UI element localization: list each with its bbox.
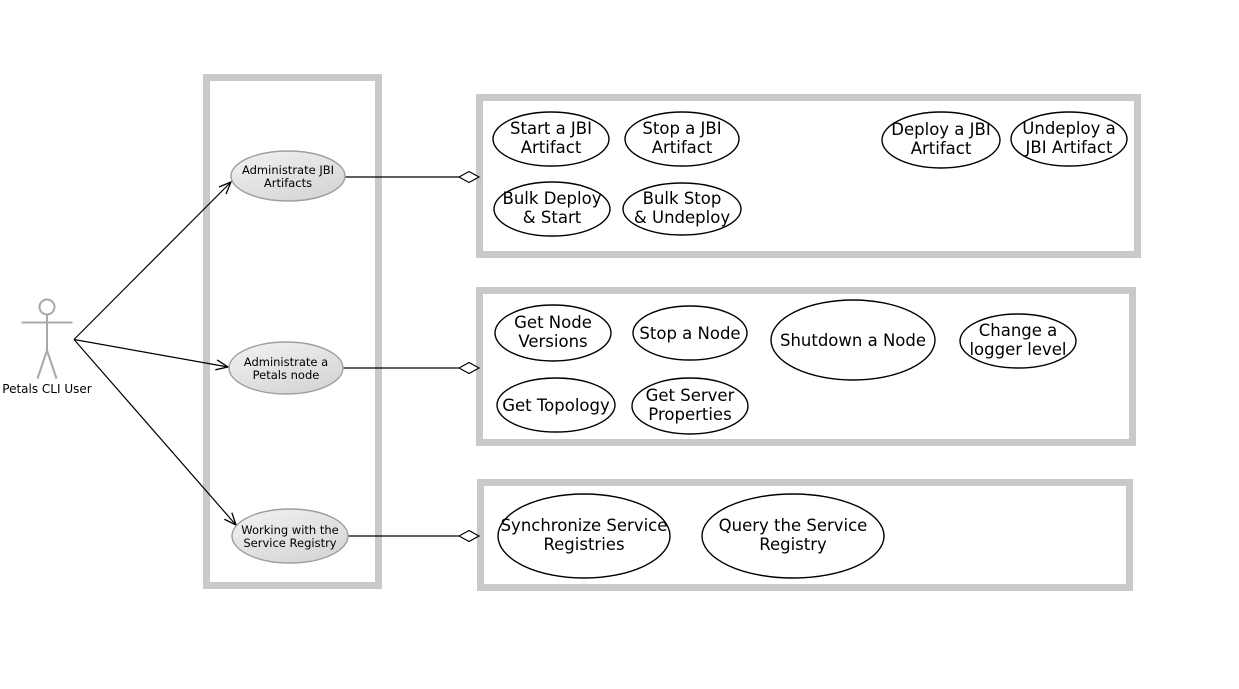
- hub-usecases-group-box: [203, 74, 382, 589]
- usecase-label-line2: Artifact: [652, 138, 713, 157]
- usecase-label-line2: & Undeploy: [634, 208, 730, 227]
- usecase-label-line2: Artifact: [521, 138, 582, 157]
- usecase-label-line2: Artifact: [911, 139, 972, 158]
- usecase-label-line1: Get Node: [514, 313, 592, 332]
- usecase-ellipse: [231, 508, 349, 564]
- usecase-deploy-jbi-artifact: Deploy a JBI Artifact: [881, 111, 1001, 169]
- usecase-label-line2: Petals node: [253, 368, 320, 382]
- usecase-label-line1: Start a JBI: [510, 119, 592, 138]
- usecase-get-server-properties: Get Server Properties: [631, 377, 749, 435]
- usecase-label-line2: Properties: [648, 405, 731, 424]
- aggregation-diamond-admin-node: [457, 361, 481, 375]
- usecase-change-a-logger-level: Change a logger level: [959, 313, 1077, 369]
- usecase-label-line1: Stop a Node: [639, 324, 740, 343]
- petals-node-group-box: [476, 287, 1136, 446]
- usecase-working-with-service-registry: Working with the Service Registry: [231, 508, 349, 564]
- usecase-ellipse: [497, 493, 671, 579]
- association-actor-admin-node: [73, 338, 228, 368]
- usecase-label-line1: Bulk Deploy: [503, 189, 602, 208]
- usecase-administrate-petals-node: Administrate a Petals node: [228, 341, 344, 395]
- usecase-bulk-stop-undeploy: Bulk Stop & Undeploy: [622, 182, 742, 236]
- usecase-label-line1: Working with the: [241, 523, 339, 537]
- usecase-ellipse: [624, 111, 740, 167]
- usecase-label-line1: Administrate a: [244, 355, 328, 369]
- usecase-label-line1: Get Topology: [502, 396, 610, 415]
- usecase-label-line2: Artifacts: [264, 176, 312, 190]
- usecase-ellipse: [881, 111, 1001, 169]
- actor-petals-cli-user: Petals CLI User: [2, 298, 92, 396]
- usecase-stop-a-node: Stop a Node: [632, 305, 748, 361]
- usecase-label-line1: Query the Service: [719, 516, 868, 535]
- jbi-artifacts-group-box: [476, 94, 1141, 258]
- actor-label: Petals CLI User: [2, 382, 91, 396]
- usecase-ellipse: [622, 182, 742, 236]
- usecase-ellipse: [701, 493, 885, 579]
- usecase-label-line1: Bulk Stop: [643, 189, 722, 208]
- usecase-start-jbi-artifact: Start a JBI Artifact: [492, 111, 610, 167]
- service-registry-group-box: [477, 479, 1133, 591]
- usecase-ellipse: [496, 377, 616, 433]
- usecase-label-line2: Service Registry: [243, 536, 336, 550]
- usecase-label-line2: logger level: [969, 340, 1066, 359]
- usecase-query-the-service-registry: Query the Service Registry: [701, 493, 885, 579]
- usecase-ellipse: [632, 305, 748, 361]
- usecase-stop-jbi-artifact: Stop a JBI Artifact: [624, 111, 740, 167]
- usecase-ellipse: [1010, 111, 1128, 167]
- actor-right-leg: [46, 350, 58, 379]
- usecase-label-line1: Synchronize Service: [501, 516, 668, 535]
- actor-head: [38, 298, 56, 316]
- usecase-label-line1: Stop a JBI: [642, 119, 721, 138]
- usecase-label-line1: Get Server: [646, 386, 735, 405]
- aggregation-diamond-registry: [457, 529, 481, 543]
- usecase-synchronize-service-registries: Synchronize Service Registries: [497, 493, 671, 579]
- usecase-ellipse: [228, 341, 344, 395]
- aggregation-diamond-admin-jbi: [457, 170, 481, 184]
- usecase-label-line2: Registry: [759, 535, 827, 554]
- usecase-ellipse: [230, 150, 346, 202]
- usecase-label-line2: Versions: [518, 332, 587, 351]
- usecase-get-node-versions: Get Node Versions: [494, 304, 612, 362]
- usecase-label-line1: Change a: [979, 321, 1058, 340]
- usecase-ellipse: [494, 304, 612, 362]
- usecase-ellipse: [959, 313, 1077, 369]
- usecase-label-line2: JBI Artifact: [1025, 138, 1113, 157]
- association-actor-admin-jbi: [73, 182, 231, 340]
- usecase-ellipse: [770, 299, 936, 381]
- usecase-label-line2: & Start: [523, 208, 582, 227]
- usecase-label-line2: Registries: [543, 535, 624, 554]
- usecase-label-line1: Administrate JBI: [242, 163, 334, 177]
- usecase-shutdown-a-node: Shutdown a Node: [770, 299, 936, 381]
- usecase-ellipse: [631, 377, 749, 435]
- usecase-administrate-jbi-artifacts: Administrate JBI Artifacts: [230, 150, 346, 202]
- usecase-ellipse: [492, 111, 610, 167]
- usecase-undeploy-jbi-artifact: Undeploy a JBI Artifact: [1010, 111, 1128, 167]
- usecase-get-topology: Get Topology: [496, 377, 616, 433]
- usecase-bulk-deploy-start: Bulk Deploy & Start: [493, 181, 611, 237]
- usecase-label-line1: Undeploy a: [1022, 119, 1115, 138]
- usecase-label-line1: Shutdown a Node: [780, 331, 926, 350]
- actor-left-leg: [36, 350, 48, 379]
- association-actor-registry: [73, 339, 236, 526]
- usecase-ellipse: [493, 181, 611, 237]
- usecase-label-line1: Deploy a JBI: [891, 120, 990, 139]
